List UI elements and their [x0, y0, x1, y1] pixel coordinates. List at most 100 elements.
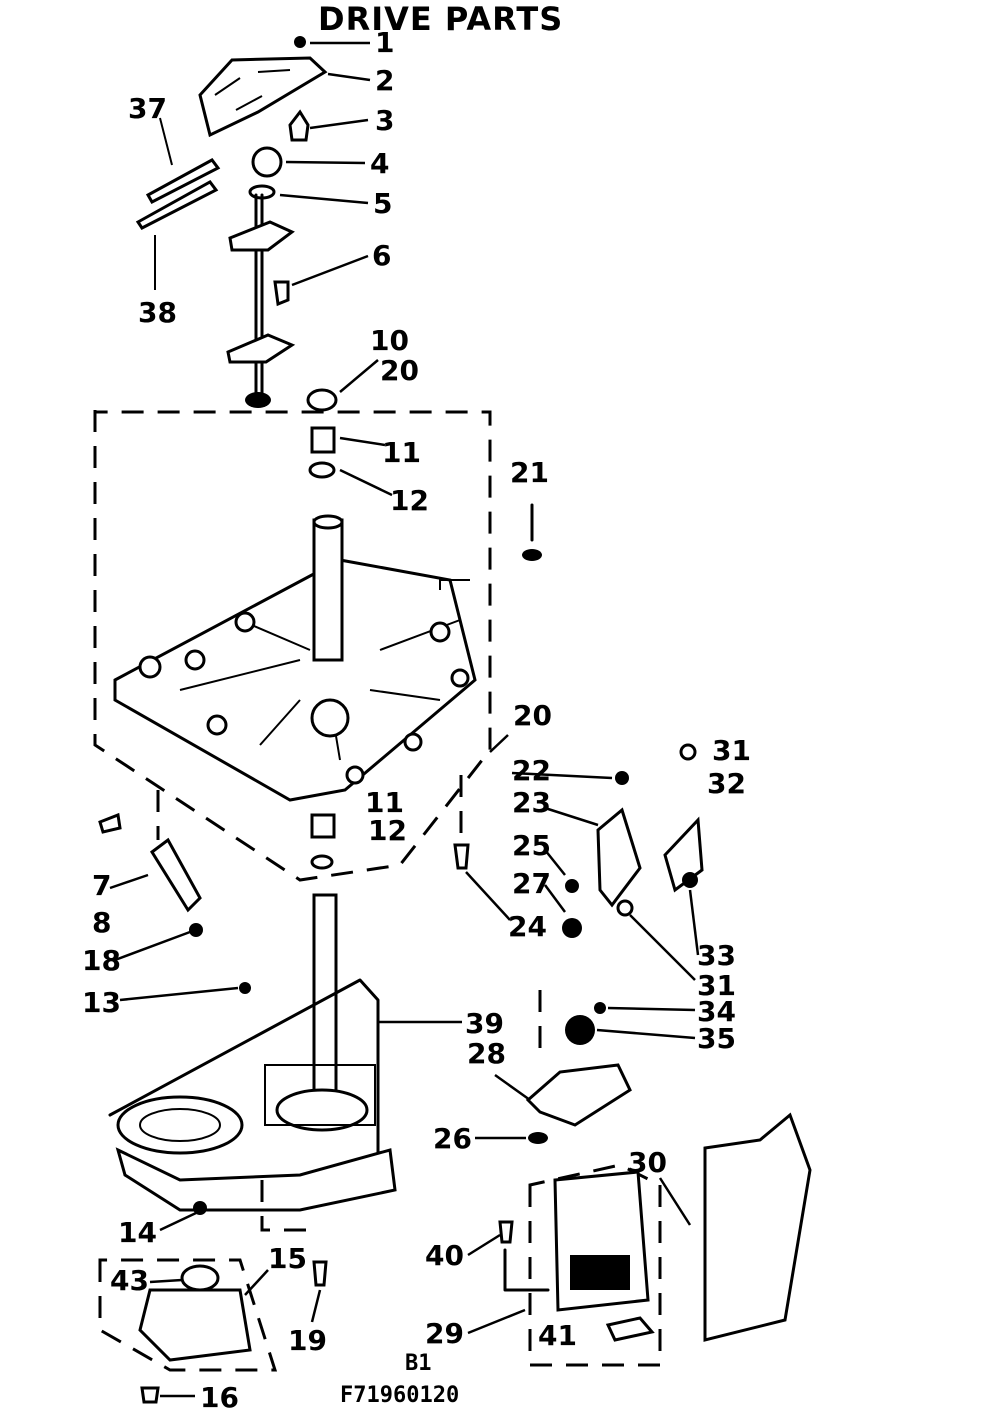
part-41-connector — [605, 1316, 655, 1342]
part-27-washer — [562, 918, 582, 938]
callout-label: 34 — [697, 995, 736, 1028]
callout-label: 27 — [512, 867, 551, 900]
part-18-nut — [189, 923, 203, 937]
part-34-clip — [594, 1002, 606, 1014]
part-1-nut — [294, 36, 306, 48]
callout-label: 20 — [380, 354, 419, 387]
callout-label: 19 — [288, 1324, 327, 1357]
sheet-label: B1 — [405, 1351, 432, 1376]
callout-label: 22 — [512, 754, 551, 787]
callout-label: 12 — [368, 814, 407, 847]
part-3-screw — [288, 109, 310, 142]
leader-lines — [109, 41, 700, 1398]
callout-label: 13 — [82, 986, 121, 1019]
left-parts — [98, 790, 203, 937]
callout-label: 31 — [697, 969, 736, 1002]
callout-label: 33 — [697, 939, 736, 972]
part-40-screw — [498, 1220, 514, 1244]
part-35-bushing — [565, 1015, 595, 1045]
callout-label: 31 — [712, 734, 751, 767]
callout-label: 10 — [370, 324, 409, 357]
right-bracket-parts — [453, 743, 704, 1045]
callout-label: 38 — [138, 296, 177, 329]
part-37-strip — [145, 158, 221, 204]
callout-label: 5 — [373, 187, 392, 220]
part-15-pump — [138, 1288, 252, 1362]
motor-frame — [528, 1163, 662, 1367]
callout-label: 11 — [365, 786, 404, 819]
callout-label: 2 — [375, 64, 394, 97]
callout-label: 40 — [425, 1239, 464, 1272]
callout-label: 21 — [510, 456, 549, 489]
callout-label: 28 — [467, 1037, 506, 1070]
part-19-screw — [312, 1260, 328, 1287]
callout-label: 23 — [512, 786, 551, 819]
callout-label: 1 — [375, 26, 394, 59]
part-4-ring — [251, 146, 283, 178]
callout-label: 7 — [92, 869, 111, 902]
callout-label: 20 — [513, 699, 552, 732]
callout-label: 8 — [92, 906, 111, 939]
part-7-screw — [98, 812, 122, 834]
callout-label: 26 — [433, 1122, 472, 1155]
callout-label: 4 — [370, 147, 389, 180]
callout-label: 25 — [512, 829, 551, 862]
part-28-cover — [525, 1063, 632, 1127]
center-tube — [312, 518, 344, 662]
part-16-screw — [140, 1386, 160, 1404]
part-31-lower-screw — [616, 899, 634, 917]
callout-label: 15 — [268, 1242, 307, 1275]
part-13-nut — [239, 982, 251, 994]
diagram-code: F71960120 — [340, 1383, 459, 1408]
lower-flange — [226, 333, 296, 364]
part-8-link — [150, 837, 202, 913]
part-12-washer — [308, 461, 336, 479]
callout-label: 37 — [128, 92, 167, 125]
part-43-cap — [180, 1264, 220, 1292]
callout-label: 29 — [425, 1317, 464, 1350]
part-22-nut — [615, 771, 629, 785]
shaft-end — [245, 392, 271, 408]
transmission — [108, 893, 397, 1232]
callout-label: 32 — [707, 767, 746, 800]
callout-label: 14 — [118, 1216, 157, 1249]
part-2-cover — [198, 56, 328, 138]
callout-label: 11 — [382, 436, 421, 469]
part-6-bolt — [273, 280, 290, 307]
part-23-bracket — [596, 807, 642, 908]
diagram-title: DRIVE PARTS — [318, 0, 563, 38]
spacer-stack — [306, 388, 338, 870]
callout-label: 30 — [628, 1146, 667, 1179]
part-11-bushing — [310, 426, 336, 454]
plate-outline — [113, 558, 477, 802]
callout-label: 43 — [110, 1264, 149, 1297]
callout-label: 16 — [200, 1381, 239, 1414]
part-11-lower-bushing — [310, 813, 336, 839]
part-21-nut — [522, 549, 542, 561]
base-plate — [113, 514, 477, 802]
part-12-lower-washer — [310, 854, 334, 870]
callout-label: 12 — [390, 484, 429, 517]
callout-label: 35 — [697, 1022, 736, 1055]
upper-flange — [228, 220, 295, 252]
part-14-nut — [193, 1201, 207, 1215]
part-26-nut — [528, 1132, 548, 1144]
callout-labels: 1 2 3 4 5 6 37 38 10 20 11 12 21 20 22 3… — [82, 26, 751, 1414]
callout-label: 18 — [82, 944, 121, 977]
callout-label: 41 — [538, 1319, 577, 1352]
main-group-frame — [93, 410, 492, 882]
callout-label: 3 — [375, 104, 394, 137]
part-38-strip — [135, 180, 219, 230]
top-assembly — [135, 36, 328, 408]
callout-label: 39 — [465, 1007, 504, 1040]
part-24-screw — [453, 843, 470, 870]
callout-label: 6 — [372, 239, 391, 272]
drive-pulley — [116, 1095, 244, 1155]
part-25-nut — [565, 879, 579, 893]
part-33-spring — [682, 872, 698, 888]
gear-case — [115, 1147, 397, 1212]
part-31-upper-screw — [679, 743, 697, 761]
callout-label: 24 — [508, 910, 547, 943]
part-30-gasket — [703, 1112, 812, 1342]
